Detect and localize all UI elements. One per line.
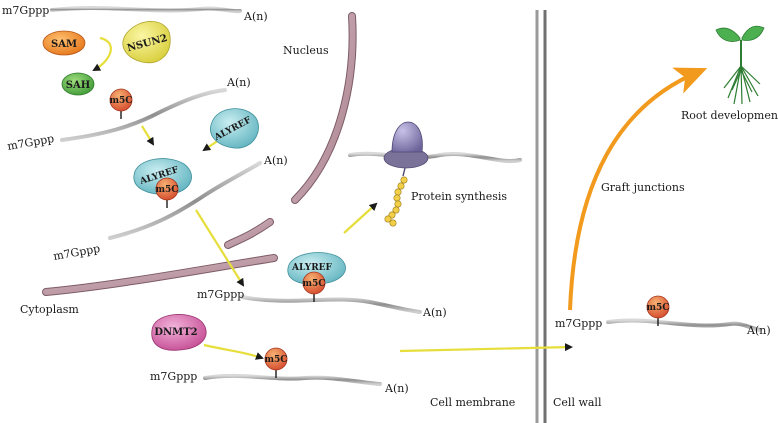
alyref-label-cytoplasm: ALYREF bbox=[291, 263, 332, 273]
rna-cap-label-1: m7Gppp bbox=[2, 4, 49, 17]
m5c-site-2: m5C bbox=[156, 177, 179, 208]
sam-molecule: SAM bbox=[42, 30, 86, 56]
rna-cap-label-6: m7Gppp bbox=[555, 317, 602, 330]
protein-synthesis-label: Protein synthesis bbox=[411, 190, 507, 203]
arrow-m5c-to-alyref bbox=[141, 125, 155, 146]
nucleus-label: Nucleus bbox=[283, 44, 329, 57]
m5c-label-3: m5C bbox=[303, 279, 326, 289]
m5c-site-3: m5C bbox=[303, 271, 326, 302]
graft-junctions-label: Graft junctions bbox=[601, 181, 685, 194]
sah-molecule: SAH bbox=[61, 72, 95, 96]
root-development-label: Root development bbox=[681, 109, 778, 122]
nuclear-membrane-lower-fill bbox=[225, 219, 273, 248]
graft-junctions-arrow bbox=[568, 67, 708, 311]
yellow-arrows bbox=[92, 36, 573, 360]
rna-cap-label-2: m7Gppp bbox=[6, 132, 55, 153]
rna-cap-label-3: m7Gppp bbox=[52, 242, 101, 263]
cytoplasm-label: Cytoplasm bbox=[20, 303, 79, 316]
sam-label: SAM bbox=[51, 39, 77, 50]
rna-tail-label-3: A(n) bbox=[263, 154, 288, 167]
rna-strand-3 bbox=[108, 161, 262, 240]
rna-cap-label-4: m7Gppp bbox=[197, 288, 244, 301]
rna-tail-label-4: A(n) bbox=[422, 306, 447, 319]
arrow-nucleus-export bbox=[195, 209, 245, 287]
rna-tail-label-2: A(n) bbox=[226, 76, 251, 89]
rna-strand-1 bbox=[50, 6, 242, 14]
dnmt2-label: DNMT2 bbox=[154, 327, 197, 338]
arrow-to-cell-wall bbox=[399, 343, 573, 353]
rna-cap-label-5: m7Gppp bbox=[150, 370, 197, 383]
nsun2-enzyme: NSUN2 bbox=[122, 21, 171, 64]
m5c-label-2: m5C bbox=[156, 185, 179, 195]
dnmt2-enzyme: DNMT2 bbox=[151, 314, 207, 351]
rna-strand-7 bbox=[606, 318, 762, 332]
ribosome bbox=[383, 121, 429, 177]
sah-label: SAH bbox=[66, 80, 90, 91]
arrow-dnmt2-to-m5c bbox=[203, 343, 264, 360]
rna-tail-label-5: A(n) bbox=[384, 382, 409, 395]
cell-membrane-label: Cell membrane bbox=[430, 396, 515, 409]
rna-strand-4 bbox=[240, 295, 422, 314]
arrow-to-protein-synthesis bbox=[343, 202, 378, 234]
alyref-free: ALYREF bbox=[210, 108, 259, 149]
nuclear-membrane-fill bbox=[292, 13, 356, 203]
m5c-label-1: m5C bbox=[110, 96, 133, 106]
cytoplasm-membrane-fill bbox=[43, 255, 277, 295]
nascent-peptide-chain bbox=[384, 176, 408, 227]
m5c-site-1: m5C bbox=[110, 88, 133, 119]
rna-tail-label-1: A(n) bbox=[243, 10, 268, 23]
m5c-label-4: m5C bbox=[265, 355, 288, 365]
rna-strand-5 bbox=[348, 151, 522, 163]
plant-seedling-icon bbox=[715, 25, 765, 105]
m5c-label-5: m5C bbox=[647, 303, 670, 313]
rna-strand-2 bbox=[60, 88, 227, 142]
rna-strand-6 bbox=[203, 373, 382, 386]
cell-wall-label: Cell wall bbox=[553, 396, 602, 409]
m5c-site-4: m5C bbox=[265, 347, 288, 378]
m5c-site-5: m5C bbox=[647, 295, 670, 326]
arrow-nsun2-to-sah bbox=[92, 36, 112, 71]
alyref-bound-cytoplasm: ALYREF bbox=[287, 252, 346, 285]
rna-tail-label-6: A(n) bbox=[746, 324, 771, 337]
